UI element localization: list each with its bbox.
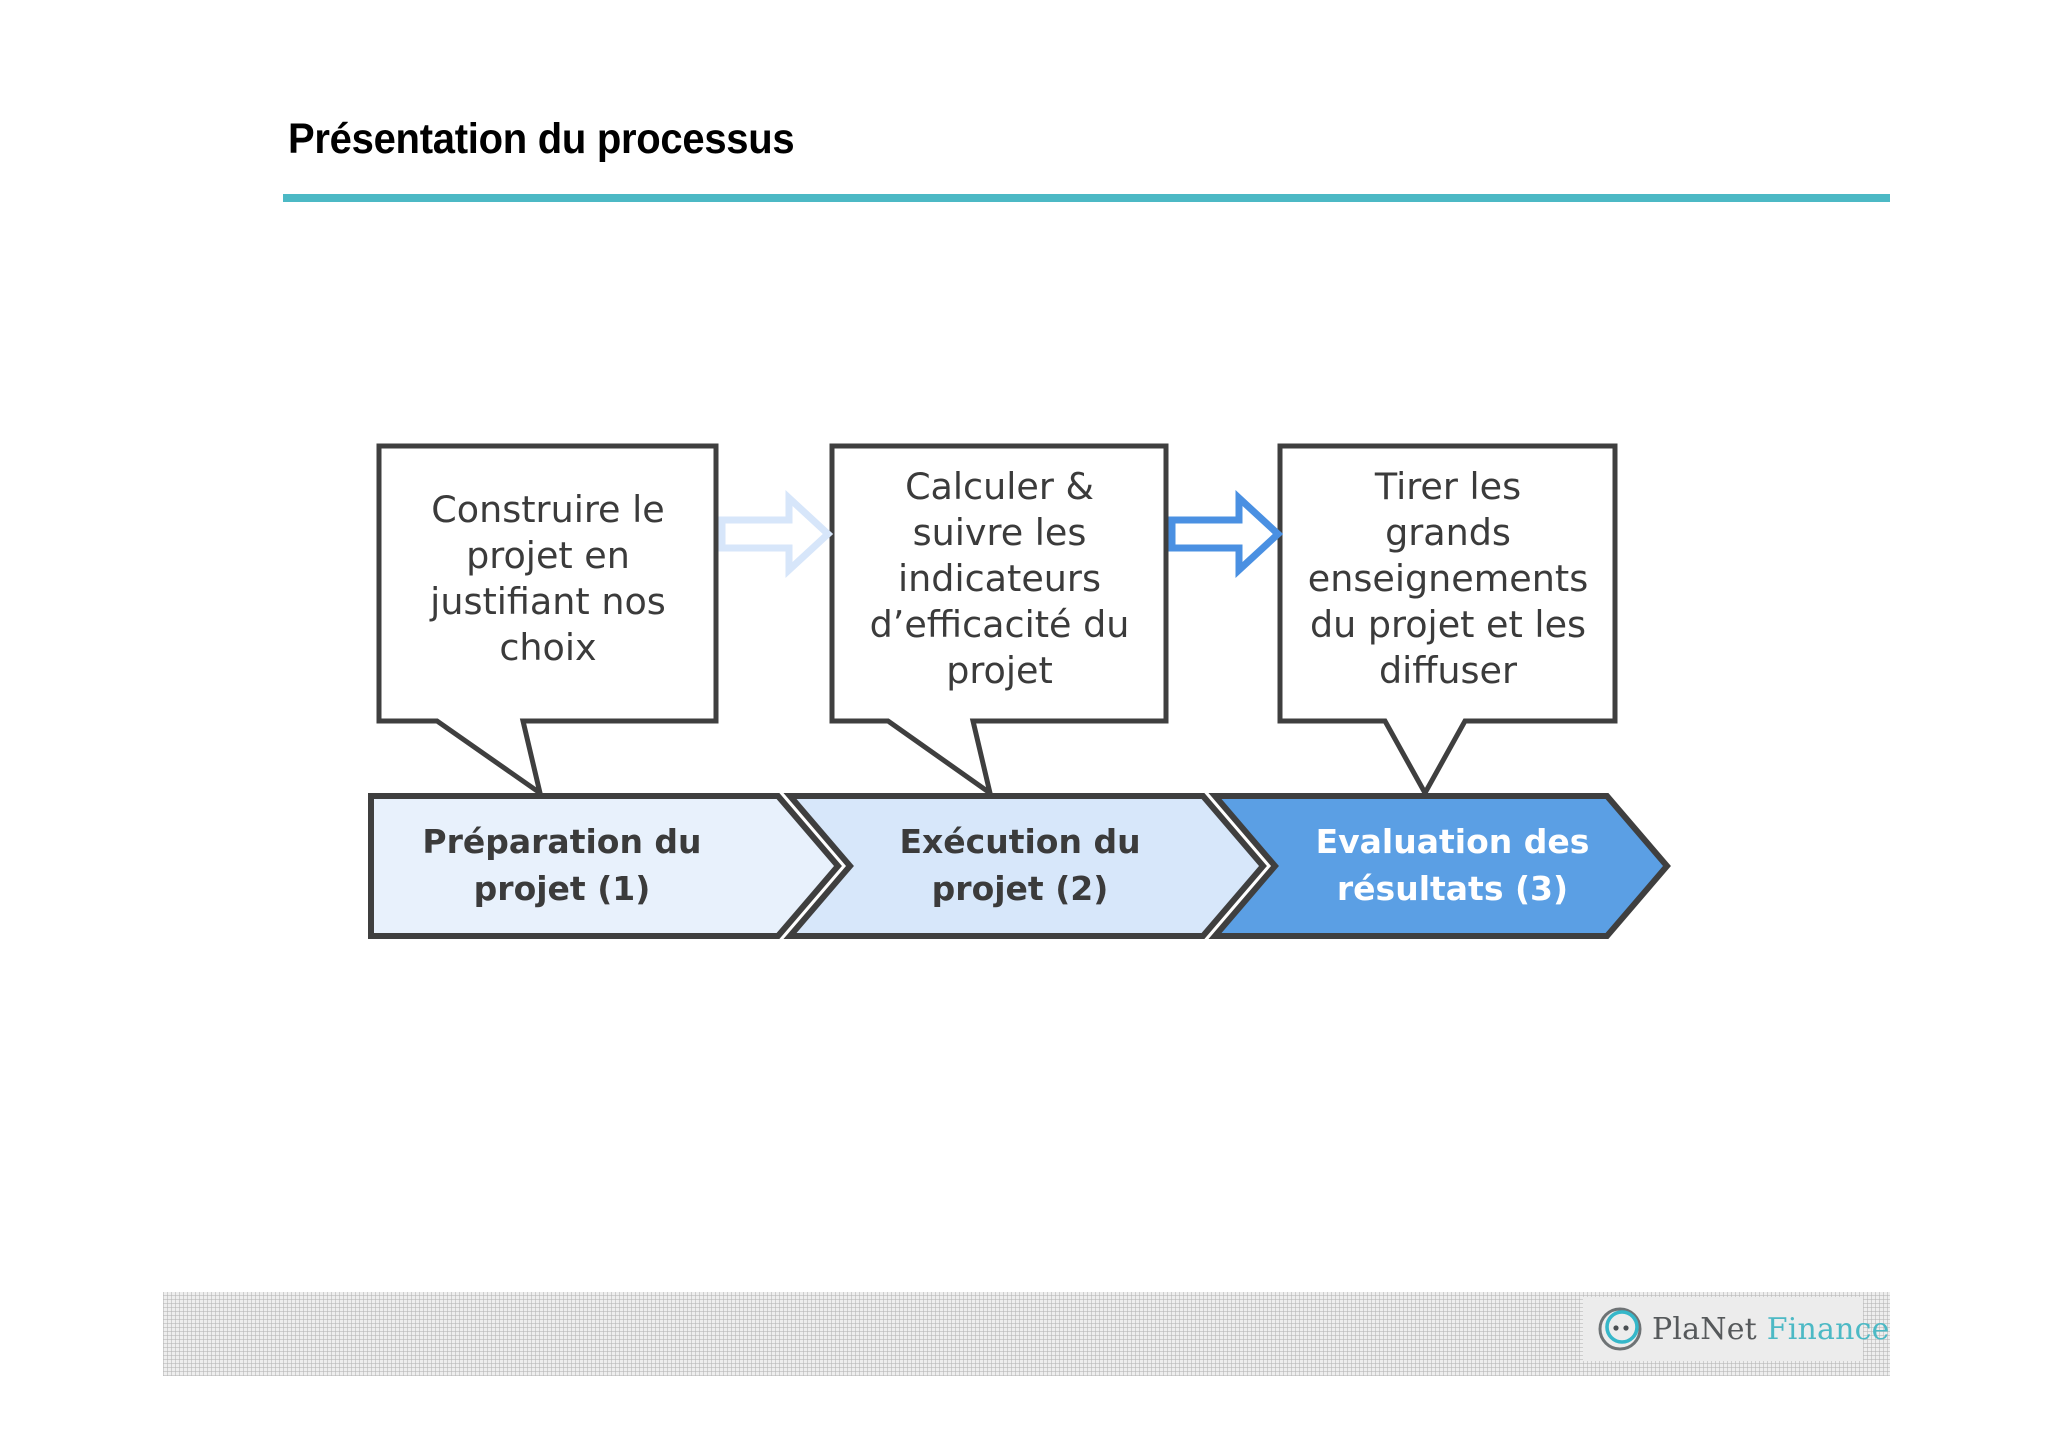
title-divider xyxy=(283,194,1890,202)
callout-1-text: Construire le projet en justifiant nos c… xyxy=(430,488,666,669)
callout-3 xyxy=(1277,443,1618,799)
stage-3-chevron[interactable] xyxy=(1208,793,1671,939)
stage-2-label[interactable]: Exécution du projet (2) xyxy=(899,822,1141,908)
callout-1-shape xyxy=(376,443,719,799)
smiley-circle-icon xyxy=(1597,1306,1643,1352)
callout-1 xyxy=(376,443,719,799)
callout-3-text: Tirer les grands enseignements du projet… xyxy=(1307,465,1589,692)
arrow-1-to-2-icon xyxy=(718,490,834,578)
logo-word-finance: Finance xyxy=(1766,1311,1890,1347)
callout-2-shape xyxy=(829,443,1169,799)
arrow-2-to-3-icon xyxy=(1168,490,1284,578)
page-title: Présentation du processus xyxy=(288,115,795,163)
callout-2-text: Calculer & suivre les indicateurs d’effi… xyxy=(869,465,1130,692)
callout-2 xyxy=(829,443,1169,799)
stage-2-chevron[interactable] xyxy=(783,793,1267,939)
stage-1-chevron[interactable] xyxy=(368,793,842,939)
stage-1-label[interactable]: Préparation du projet (1) xyxy=(422,822,702,908)
callout-3-shape xyxy=(1277,443,1618,799)
logo-wordmark: PlaNet Finance xyxy=(1652,1312,1890,1347)
stage-3-label[interactable]: Evaluation des résultats (3) xyxy=(1315,822,1590,908)
planet-finance-logo: PlaNet Finance xyxy=(1583,1297,1889,1361)
logo-word-planet: PlaNet xyxy=(1652,1311,1757,1347)
